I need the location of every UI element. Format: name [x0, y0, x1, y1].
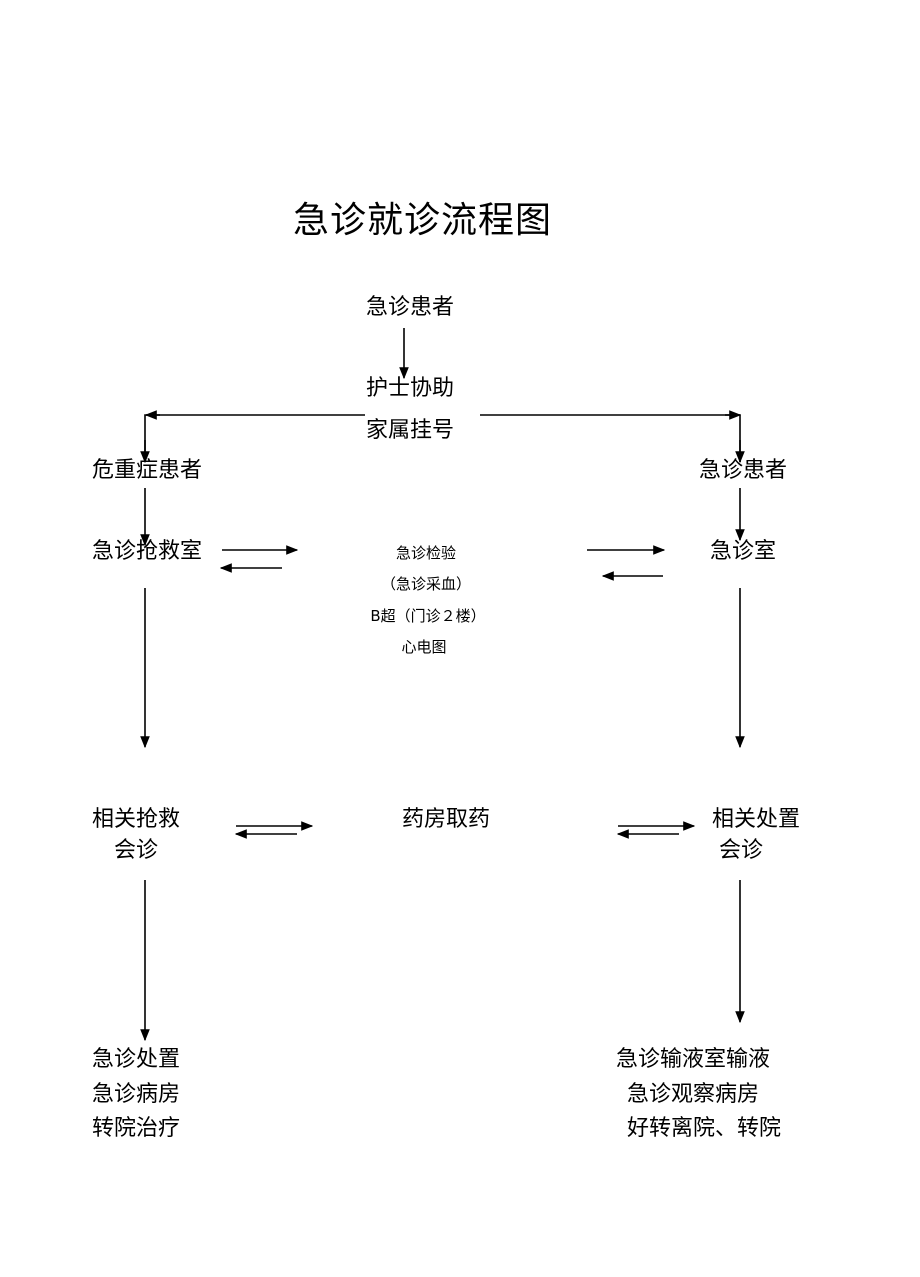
node-exam-lab: 急诊检验 — [395, 544, 457, 562]
left-outcome-3: 转院治疗 — [92, 1116, 181, 1141]
node-exam-ecg: 心电图 — [401, 638, 447, 656]
right-outcome-2: 急诊观察病房 — [627, 1082, 760, 1107]
right-outcome-3: 好转离院、转院 — [627, 1116, 782, 1141]
node-exam-blood: （急诊采血） — [380, 575, 472, 593]
node-start: 急诊患者 — [366, 295, 455, 320]
node-exam-ultrasound: B超（门诊２楼） — [370, 607, 486, 625]
node-treatment-consult-line2: 会诊 — [719, 838, 764, 863]
node-register-line2: 家属挂号 — [366, 418, 455, 443]
right-outcome-1: 急诊输液室输液 — [616, 1047, 771, 1072]
node-rescue-room: 急诊抢救室 — [92, 539, 203, 564]
arrow-register-to-critical — [144, 414, 365, 462]
node-regular-patient: 急诊患者 — [699, 458, 788, 483]
page-title: 急诊就诊流程图 — [293, 200, 553, 241]
node-rescue-consult-line1: 相关抢救 — [92, 807, 181, 832]
arrow-register-to-regular — [480, 414, 741, 462]
node-emergency-room: 急诊室 — [710, 539, 777, 564]
node-critical-patient: 危重症患者 — [92, 458, 203, 483]
node-treatment-consult-line1: 相关处置 — [712, 807, 801, 832]
left-outcome-2: 急诊病房 — [92, 1082, 181, 1107]
left-outcome-1: 急诊处置 — [92, 1047, 181, 1072]
node-rescue-consult-line2: 会诊 — [114, 838, 159, 863]
node-register-line1: 护士协助 — [366, 376, 455, 401]
node-pharmacy: 药房取药 — [402, 807, 491, 832]
